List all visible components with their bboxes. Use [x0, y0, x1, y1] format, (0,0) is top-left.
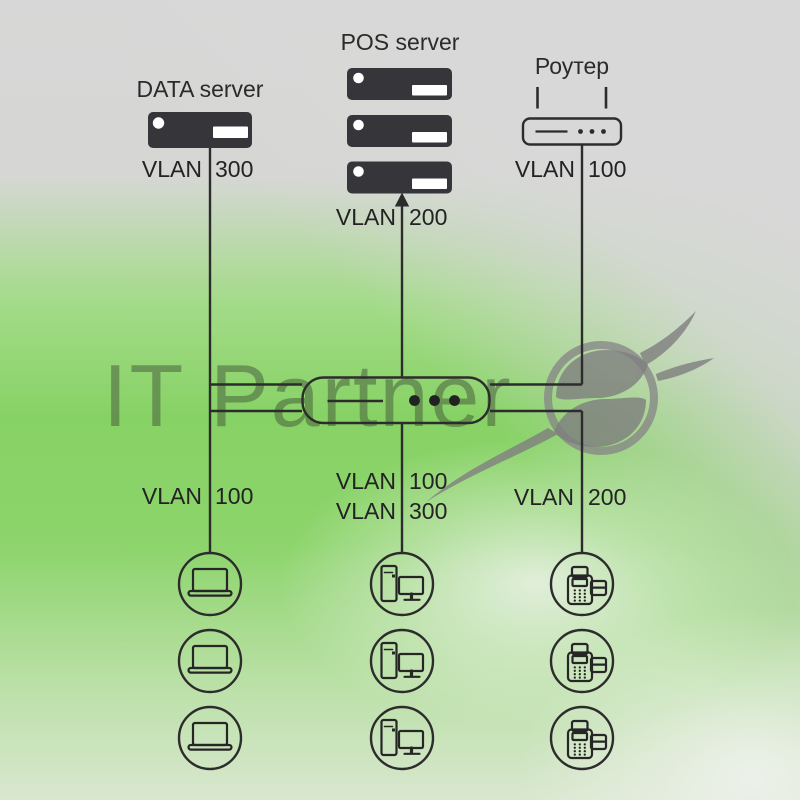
payment-terminal-icon — [549, 705, 615, 771]
workstation-group — [369, 551, 435, 771]
workstations-vlan1-word: VLAN — [335, 468, 396, 494]
terminals-vlan-word: VLAN — [513, 484, 574, 510]
router-vlan-number: 100 — [588, 156, 627, 182]
data-server-title: DATA server — [136, 76, 264, 102]
network-links — [208, 144, 584, 553]
network-switch-icon — [301, 376, 491, 425]
desktop-pc-icon — [369, 551, 435, 617]
desktop-pc-icon — [369, 705, 435, 771]
laptop-icon — [177, 551, 243, 617]
pos-server-vlan-word: VLAN — [335, 204, 396, 230]
router-title: Роутер — [534, 53, 610, 79]
laptops-vlan-word: VLAN — [141, 483, 202, 509]
payment-terminal-icon — [549, 551, 615, 617]
laptop-group — [177, 551, 243, 771]
data-server-vlan-number: 300 — [215, 156, 254, 182]
workstations-vlan2-word: VLAN — [335, 498, 396, 524]
workstations-vlan2-number: 300 — [409, 498, 448, 524]
laptops-vlan-number: 100 — [215, 483, 254, 509]
laptop-icon — [177, 628, 243, 694]
data-server-vlan-word: VLAN — [141, 156, 202, 182]
payment-terminal-group — [549, 551, 615, 771]
workstations-vlan1-number: 100 — [409, 468, 448, 494]
watermark-text: IT Partner — [103, 346, 513, 445]
rack-server-stack-icon — [347, 68, 452, 194]
wifi-router-icon — [521, 87, 623, 146]
rack-server-icon — [148, 112, 252, 148]
terminals-vlan-number: 200 — [588, 484, 627, 510]
laptop-icon — [177, 705, 243, 771]
pos-server-title: POS server — [340, 29, 460, 55]
desktop-pc-icon — [369, 628, 435, 694]
router-vlan-word: VLAN — [514, 156, 575, 182]
it-partner-s-swoosh-logo-icon — [426, 311, 714, 502]
pos-server-vlan-number: 200 — [409, 204, 448, 230]
arrow-up-icon — [394, 192, 410, 207]
payment-terminal-icon — [549, 628, 615, 694]
